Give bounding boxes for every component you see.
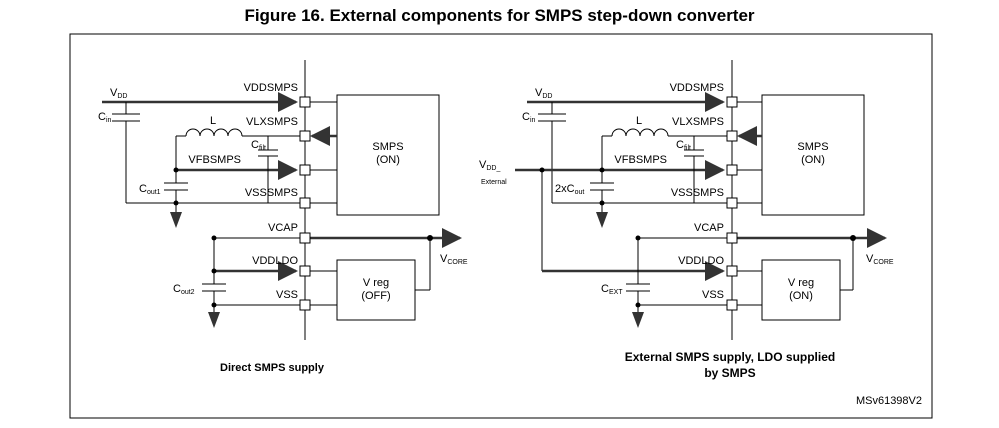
left-vdd-label: VDD [110,87,127,100]
right-vreg-name: V reg [788,277,814,289]
left-caption: Direct SMPS supply [220,362,325,374]
left-inductor-label: L [210,115,216,127]
left-cout1-label: Cout1 [139,183,161,196]
left-pin-label: VSSSMPS [245,187,298,199]
left-smps-name: SMPS [372,141,403,153]
left-vcore-label: VCORE [440,253,468,266]
right-cext-label: CEXT [601,283,623,296]
right-pin-label: VLXSMPS [672,116,724,128]
left-pin-label: VFBSMPS [188,154,241,166]
left-pin-label: VDDLDO [252,255,298,267]
right-vdd-label: VDD [535,87,552,100]
right-inductor [611,128,669,137]
left-pin-label: VLXSMPS [246,116,298,128]
right-pin-label: VDDLDO [678,255,724,267]
right-pin-label: VDDSMPS [670,82,724,94]
right-pin-label: VSS [702,289,724,301]
left-pin-label: VDDSMPS [244,82,298,94]
right-circuit: SMPS (ON) V reg (ON) VDD Cin VDD_ Extern… [479,60,894,380]
right-pin-label: VCAP [694,222,724,234]
left-cfilt-label: Cfilt [251,139,266,152]
right-vcore-label: VCORE [866,253,894,266]
right-cout-label: 2xCout [555,183,584,196]
right-cfilt-label: Cfilt [676,139,691,152]
right-vdd-ext-label: VDD_ [479,159,500,172]
figure-title: Figure 16. External components for SMPS … [244,6,755,25]
right-smps-name: SMPS [797,141,828,153]
right-vdd-ext-line2: External [481,179,507,186]
left-vreg-state: (OFF) [361,290,390,302]
left-smps-block [336,94,440,216]
left-vreg-name: V reg [363,277,389,289]
right-pin-label: VSSSMPS [671,187,724,199]
right-caption-line1: External SMPS supply, LDO supplied [625,350,835,364]
left-pin-label: VCAP [268,222,298,234]
figure-frame [69,33,933,419]
left-vreg-block [336,259,416,321]
right-smps-state: (ON) [801,154,825,166]
left-inductor [185,128,243,137]
right-pin-label: VFBSMPS [614,154,667,166]
left-cin-label: Cin [98,111,112,124]
right-vreg-state: (ON) [789,290,813,302]
left-pin-label: VSS [276,289,298,301]
left-smps-state: (ON) [376,154,400,166]
left-cout2-label: Cout2 [173,283,195,296]
right-caption-line2: by SMPS [704,366,755,380]
figure-ref: MSv61398V2 [856,395,922,407]
right-inductor-label: L [636,115,642,127]
right-vreg-block [761,259,841,321]
right-cin-label: Cin [522,111,536,124]
right-smps-block [761,94,865,216]
left-circuit: SMPS (ON) V reg (OFF) VDD Cin L [98,60,468,374]
